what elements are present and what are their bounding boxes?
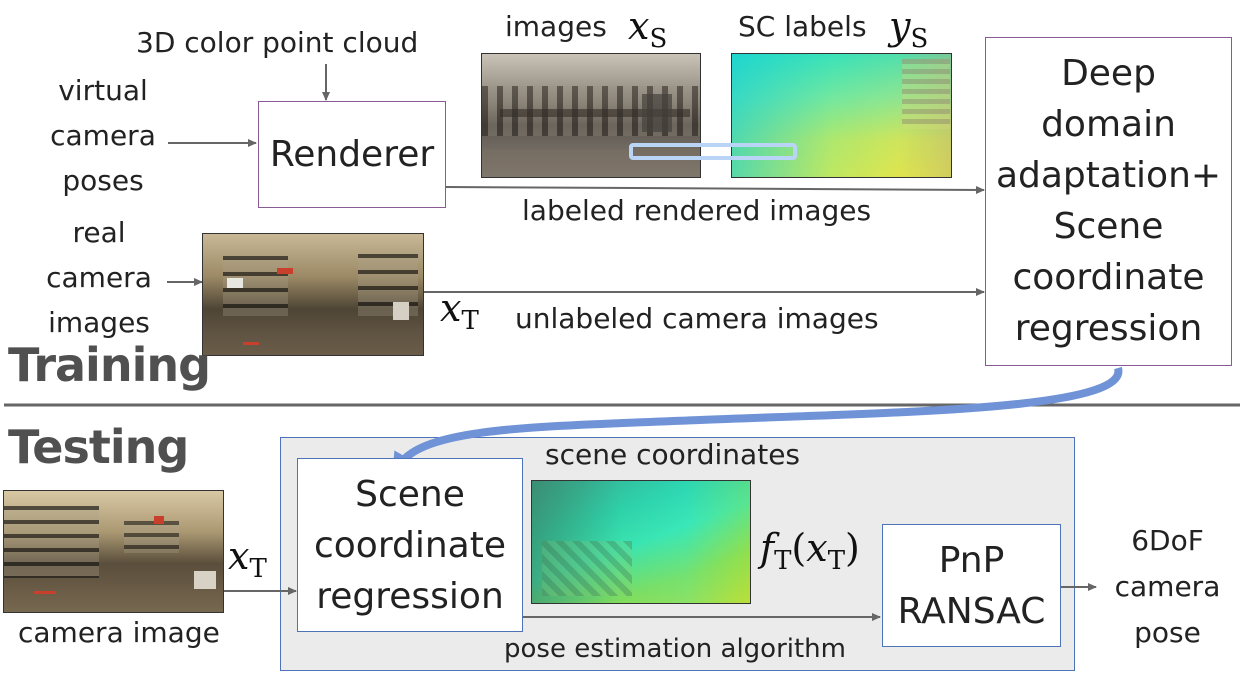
pnp-ransac-box: PnP RANSAC: [882, 524, 1061, 647]
x-var: x: [440, 286, 462, 330]
testing-label: Testing: [8, 420, 189, 474]
xs-symbol: xS: [628, 4, 667, 54]
scr-line-1: Scene: [355, 474, 465, 515]
t-subscript: T: [249, 554, 267, 584]
xt-symbol-training: xT: [440, 286, 479, 336]
da-line-1: Deep: [1061, 53, 1156, 94]
ft-xt-expression: fT(xT): [760, 526, 860, 576]
deep-domain-adaptation-box: Deep domain adaptation+ Scene coordinate…: [985, 37, 1232, 366]
da-line-3: adaptation+: [995, 155, 1222, 196]
camera-label: camera: [46, 261, 152, 294]
s-subscript: S: [649, 24, 668, 54]
real-camera-images-label: real camera images: [24, 210, 174, 345]
da-line-2: domain: [1041, 104, 1176, 145]
images-label: images: [505, 10, 607, 43]
pnp-line-1: PnP: [938, 540, 1005, 581]
xt-symbol-testing: xT: [228, 534, 267, 584]
ys-symbol: yS: [889, 4, 928, 54]
renderer-label: Renderer: [269, 134, 435, 175]
pose-label: pose: [1134, 616, 1201, 649]
images-label: images: [48, 306, 150, 339]
scene-coordinate-regression-box: Scene coordinate regression: [297, 458, 523, 632]
t-subscript: T: [461, 306, 479, 336]
image-pair-highlight: [629, 143, 797, 160]
poses-label: poses: [62, 164, 144, 197]
rendered-image: [481, 53, 701, 178]
x-var: x: [228, 534, 250, 578]
y-var: y: [889, 4, 911, 48]
f-var: f: [760, 526, 775, 570]
training-label: Training: [8, 338, 211, 392]
scene-coordinates-label: scene coordinates: [545, 438, 801, 471]
s-subscript: S: [910, 24, 929, 54]
sc-labels-label: SC labels: [738, 10, 867, 43]
da-line-5: coordinate: [1012, 257, 1205, 298]
renderer-box: Renderer: [258, 101, 446, 208]
real-label: real: [72, 216, 126, 249]
da-line-4: Scene: [1053, 206, 1164, 247]
camera-label: camera: [50, 119, 156, 152]
scene-coordinates-image: [531, 480, 751, 604]
t-subscript: T: [774, 546, 792, 576]
output-pose-label: 6DoF camera pose: [1095, 518, 1240, 656]
open-paren: (: [791, 526, 807, 570]
t-subscript: T: [827, 546, 846, 576]
real-camera-image: [202, 233, 424, 356]
scr-line-3: regression: [316, 576, 504, 617]
unlabeled-camera-label: unlabeled camera images: [515, 302, 879, 335]
point-cloud-label: 3D color point cloud: [136, 26, 419, 59]
pnp-line-2: RANSAC: [897, 591, 1046, 632]
test-camera-image: [3, 490, 224, 613]
camera-image-label: camera image: [18, 616, 220, 649]
x-var: x: [628, 4, 650, 48]
camera-label: camera: [1114, 570, 1221, 603]
labeled-rendered-label: labeled rendered images: [522, 194, 872, 227]
virtual-label: virtual: [58, 74, 148, 107]
6dof-label: 6DoF: [1131, 524, 1204, 557]
x-var: x: [806, 526, 828, 570]
close-paren: ): [845, 526, 860, 570]
rendered-to-da-arrow: [445, 185, 985, 194]
scr-line-2: coordinate: [313, 525, 506, 566]
model-transfer-arrow: [391, 366, 1123, 477]
virtual-camera-poses-label: virtual camera poses: [28, 68, 178, 203]
pose-estimation-label: pose estimation algorithm: [504, 634, 846, 664]
da-line-6: regression: [1014, 308, 1203, 349]
